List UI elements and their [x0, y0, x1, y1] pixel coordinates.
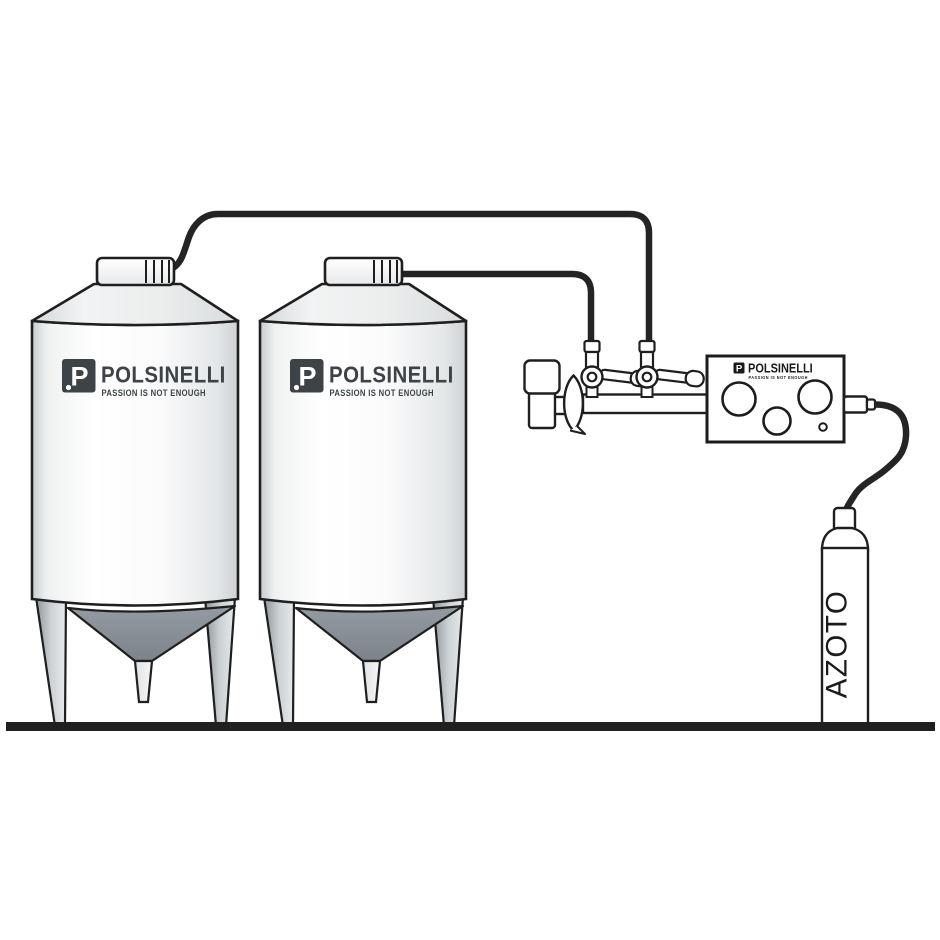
- cylinder-shoulder: [820, 526, 870, 552]
- tank-outlet-spout: [133, 659, 154, 704]
- brand-logo-left-tank: P POLSINELLI PASSION IS NOT ENOUGH: [62, 359, 226, 399]
- brand-logo-mark: [290, 359, 324, 393]
- canister-body: [527, 390, 557, 430]
- brand-logo-droplet: [65, 384, 72, 391]
- tube-fitting: [583, 339, 601, 354]
- ground-line: [6, 722, 935, 731]
- brand-tagline: PASSION IS NOT ENOUGH: [102, 389, 206, 399]
- valve-bore: [641, 371, 653, 383]
- shutoff-valve-right: [635, 339, 705, 398]
- tank-cone-bottom: [294, 604, 465, 663]
- tank-cone-bottom: [66, 604, 237, 663]
- tank-cap-ribs: [373, 260, 398, 283]
- brand-logo-panel: P POLSINELLI PASSION IS NOT ENOUGH: [733, 362, 813, 380]
- tank-gas-tube-left: [169, 210, 653, 344]
- tube-fitting: [638, 339, 656, 354]
- gas-control-panel: P POLSINELLI PASSION IS NOT ENOUGH: [705, 354, 877, 444]
- panel-gauge-left: [721, 381, 757, 417]
- tank-leg-left: [34, 595, 68, 728]
- fermenter-tank-right: P POLSINELLI PASSION IS NOT ENOUGH: [258, 256, 468, 728]
- valve-handle: [653, 368, 705, 388]
- cylinder-label: AZOTO: [821, 590, 854, 699]
- brand-name: POLSINELLI: [748, 362, 813, 376]
- pressure-regulator-canister: [523, 359, 561, 430]
- brand-name: POLSINELLI: [101, 361, 226, 388]
- cylinder-body: [820, 546, 870, 731]
- tank-cap: [95, 256, 176, 287]
- panel-indicator-small: [818, 422, 828, 432]
- panel-gauge-right: [797, 379, 833, 415]
- brand-logo-mark-letter: P: [70, 362, 88, 392]
- tank-shoulder: [30, 282, 240, 327]
- tank-cap: [323, 256, 404, 287]
- tank-outlet-spout: [361, 659, 382, 704]
- shutoff-valve-left: [580, 339, 650, 398]
- nitrogen-cylinder: AZOTO: [820, 506, 870, 731]
- brand-logo-right-tank: P POLSINELLI PASSION IS NOT ENOUGH: [290, 359, 454, 399]
- clamp-fitting: [563, 373, 586, 435]
- brand-logo-mark: [733, 362, 745, 374]
- brand-logo-droplet: [293, 384, 300, 391]
- panel-knob-center: [762, 406, 792, 436]
- brand-tagline: PASSION IS NOT ENOUGH: [749, 375, 808, 380]
- brand-logo-mark: [62, 359, 96, 393]
- tank-gas-tube-right: [402, 270, 595, 344]
- tank-cap-ribs: [145, 260, 170, 283]
- gas-manifold: [523, 339, 710, 435]
- brand-tagline: PASSION IS NOT ENOUGH: [330, 389, 434, 399]
- cylinder-supply-tube: [841, 401, 910, 515]
- panel-outlet-fitting: [842, 395, 877, 414]
- brand-logo-mark-letter: P: [736, 364, 743, 375]
- tank-shoulder: [258, 282, 468, 327]
- brand-name: POLSINELLI: [329, 361, 454, 388]
- tank-gas-tubes: [169, 210, 653, 344]
- valve-bore: [586, 371, 598, 383]
- tank-leg-left: [262, 595, 296, 728]
- fermenter-tank-left: P POLSINELLI PASSION IS NOT ENOUGH: [30, 256, 240, 728]
- canister-head: [523, 359, 561, 395]
- brand-logo-mark-letter: P: [298, 362, 316, 392]
